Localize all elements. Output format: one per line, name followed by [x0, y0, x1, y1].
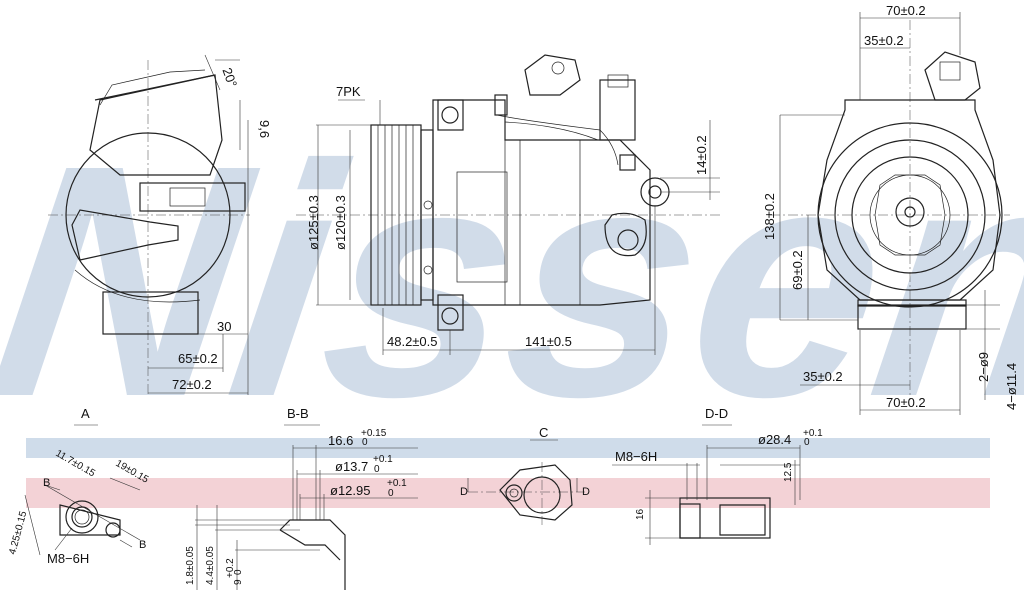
dia-120-label: ø120±0.3: [333, 195, 348, 250]
dim-9-label: 9: [233, 579, 244, 585]
tol-137b-label: 0: [374, 464, 380, 475]
thread-a-label: M8−6H: [47, 551, 89, 566]
detail-bb: [195, 424, 418, 590]
detail-a-label: A: [81, 406, 90, 421]
dim-72-label: 72±0.2: [172, 377, 212, 392]
detail-bb-label: B-B: [287, 406, 309, 421]
dim-70-top-label: 70±0.2: [886, 3, 926, 18]
thread-dd-label: M8−6H: [615, 449, 657, 464]
dim-14-label: 14±0.2: [694, 135, 709, 175]
section-d-mark-right: D: [582, 486, 590, 498]
dim-141-label: 141±0.5: [525, 334, 572, 349]
tol-1295b-label: 0: [388, 488, 394, 499]
tol-9b-label: 0: [233, 569, 244, 575]
tol-166b-label: 0: [362, 437, 368, 448]
dim-35-bottom-label: 35±0.2: [803, 369, 843, 384]
tol-166-label: +0.15: [361, 428, 387, 439]
detail-dd-label: D-D: [705, 406, 728, 421]
dim-69-label: 69±0.2: [790, 250, 805, 290]
pink-band: [26, 478, 990, 508]
dim-44-label: 4.4±0.05: [205, 546, 216, 585]
dim-65-label: 65±0.2: [178, 351, 218, 366]
left-view: [48, 54, 250, 395]
section-b-mark-top: B: [43, 477, 50, 489]
dim-425-label: 4.25±0.15: [7, 510, 29, 556]
dim-1295-label: ø12.95: [330, 483, 370, 498]
blue-band: [26, 438, 990, 458]
section-b-mark-bottom: B: [139, 539, 146, 551]
center-view: [296, 54, 720, 355]
dim-16-label: 16: [635, 508, 646, 520]
dim-284-label: ø28.4: [758, 432, 791, 447]
belt-label: 7PK: [336, 84, 361, 99]
detail-c: [467, 439, 585, 525]
holes-9-label: 2−ø9: [976, 352, 991, 382]
dim-35-top-label: 35±0.2: [864, 33, 904, 48]
dim-137-label: ø13.7: [335, 459, 368, 474]
holes-114-label: 4−ø11.4: [1004, 363, 1019, 410]
detail-dd: [612, 424, 801, 545]
dim-125-label: 12.5: [783, 462, 794, 482]
dim-138-label: 138±0.2: [762, 193, 777, 240]
tol-284b-label: 0: [804, 437, 810, 448]
angle-label: 20°: [219, 66, 240, 90]
dim-48-label: 48.2±0.5: [387, 334, 438, 349]
section-d-mark-left: D: [460, 486, 468, 498]
detail-a: [24, 424, 141, 556]
dim-166-label: 16.6: [328, 433, 353, 448]
detail-c-label: C: [539, 425, 548, 440]
tol-137-label: +0.1: [373, 454, 393, 465]
right-view: [770, 12, 1010, 415]
offset-label: 9,6: [257, 120, 272, 138]
tol-284-label: +0.1: [803, 428, 823, 439]
dim-18-label: 1.8±0.05: [185, 546, 196, 585]
tol-1295-label: +0.1: [387, 478, 407, 489]
tol-9-label: +0.2: [225, 558, 236, 578]
dia-125-label: ø125±0.3: [306, 195, 321, 250]
dim-70-bottom-label: 70±0.2: [886, 395, 926, 410]
dim-30-label: 30: [217, 319, 231, 334]
watermark-text: Nissens: [0, 97, 1024, 465]
